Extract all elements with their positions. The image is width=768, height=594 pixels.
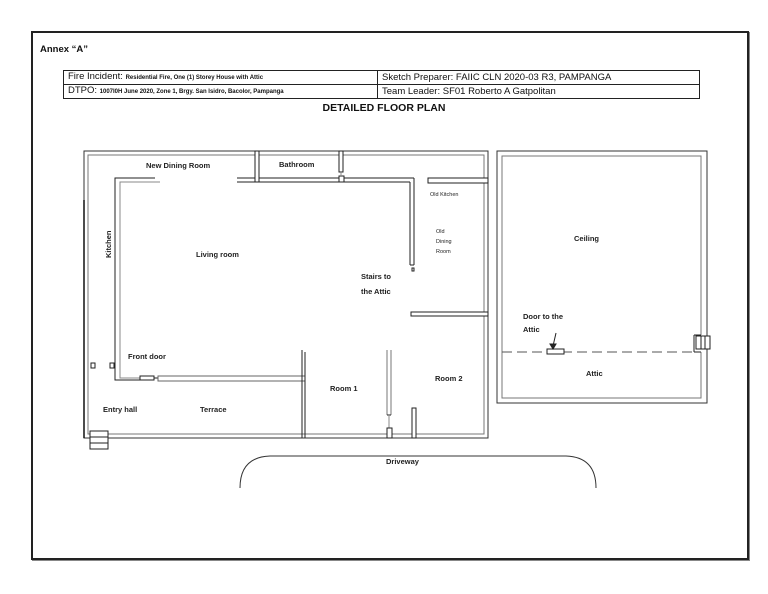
label-door-to-attic-1: Door to the [523, 312, 563, 321]
label-front-door: Front door [128, 352, 166, 361]
label-driveway: Driveway [386, 457, 419, 466]
header-row-2: DTPO: 1007I0H June 2020, Zone 1, Brgy. S… [63, 84, 700, 99]
plan-title: DETAILED FLOOR PLAN [322, 102, 446, 114]
label-old-kitchen: Old Kitchen [430, 192, 459, 198]
label-terrace: Terrace [200, 405, 227, 414]
label-new-dining-room: New Dining Room [146, 161, 211, 170]
label-door-to-attic-2: Attic [523, 325, 540, 334]
label-room-1: Room 1 [330, 384, 358, 393]
main-house-walls [83, 150, 489, 439]
dtpo-label: DTPO: [68, 85, 100, 96]
label-room-2: Room 2 [435, 374, 463, 383]
driveway-outline [239, 455, 597, 489]
dtpo-value: 1007I0H June 2020, Zone 1, Brgy. San Isi… [99, 89, 284, 95]
label-stairs-1: Stairs to [361, 272, 392, 281]
label-old-dining-3: Room [436, 249, 451, 255]
annex-label: Annex “A” [40, 44, 89, 55]
entry-steps [89, 430, 109, 450]
interior-walls [90, 150, 489, 439]
attic-plan-walls [496, 150, 711, 404]
team-leader-cell: Team Leader: SF01 Roberto A Gatpolitan [377, 84, 700, 99]
label-ceiling: Ceiling [574, 234, 600, 243]
fire-incident-label: Fire Incident: [68, 71, 126, 82]
label-entry-hall: Entry hall [103, 405, 138, 414]
label-kitchen: Kitchen [104, 230, 113, 258]
label-bathroom: Bathroom [279, 160, 315, 169]
label-attic: Attic [586, 369, 603, 378]
page-frame [31, 31, 749, 560]
dtpo-cell: DTPO: 1007I0H June 2020, Zone 1, Brgy. S… [63, 84, 378, 99]
label-old-dining-1: Old [436, 229, 445, 235]
incident-header-table: Fire Incident: Residential Fire, One (1)… [63, 70, 700, 99]
fire-incident-value: Residential Fire, One (1) Storey House w… [125, 75, 264, 81]
label-old-dining-2: Dining [436, 239, 452, 245]
label-living-room: Living room [196, 250, 239, 259]
label-stairs-2: the Attic [361, 287, 391, 296]
